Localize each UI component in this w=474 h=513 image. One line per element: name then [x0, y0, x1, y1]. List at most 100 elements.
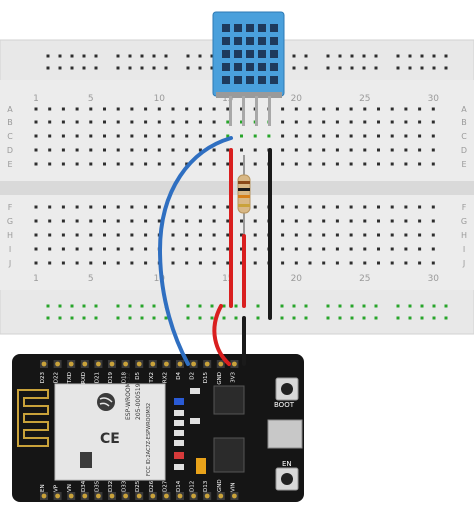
- breadboard-hole: [144, 162, 148, 166]
- breadboard-hole: [335, 134, 339, 138]
- breadboard-hole: [240, 134, 243, 138]
- breadboard-hole: [335, 219, 339, 223]
- dht-sensor[interactable]: [212, 11, 285, 126]
- breadboard-holes: [34, 107, 435, 265]
- breadboard-hole: [253, 162, 257, 166]
- pin-label: RXD: [81, 372, 87, 384]
- pin-label: D15: [203, 372, 209, 384]
- breadboard-hole: [404, 120, 408, 124]
- header-pin-pad: [123, 361, 128, 367]
- sensor-vent: [270, 76, 278, 84]
- rail-hole: [420, 66, 424, 70]
- header-pin-pad: [232, 361, 237, 367]
- resistor[interactable]: [237, 155, 251, 236]
- breadboard-hole: [349, 162, 353, 166]
- breadboard-hole: [308, 162, 312, 166]
- breadboard-hole: [75, 261, 79, 265]
- rail-hole: [432, 304, 436, 308]
- column-number: 15: [222, 274, 233, 284]
- row-letter: D: [7, 146, 13, 155]
- column-number: 1: [33, 274, 39, 284]
- breadboard-hole: [116, 247, 120, 251]
- row-letter: F: [8, 203, 13, 212]
- rail-hole: [396, 304, 400, 308]
- wifi-certified-icon: [80, 452, 92, 468]
- breadboard-hole: [198, 148, 202, 152]
- header-pin-pad: [218, 361, 224, 367]
- breadboard-hole: [377, 261, 380, 265]
- row-letter: A: [461, 105, 467, 114]
- breadboard-hole: [226, 134, 230, 138]
- wire-red-3v3[interactable]: [212, 304, 231, 366]
- sensor-vent: [246, 76, 254, 84]
- pin-label: GND: [217, 479, 223, 492]
- breadboard-hole: [75, 120, 79, 124]
- breadboard-hole: [75, 233, 79, 237]
- breadboard-hole: [349, 134, 353, 138]
- sensor-grille: [222, 24, 278, 84]
- wires: [157, 136, 272, 366]
- rail-hole: [350, 66, 354, 70]
- sensor-vent: [258, 76, 266, 84]
- rail-hole: [444, 304, 448, 308]
- pin-label: D13: [203, 480, 209, 492]
- breadboard-hole: [349, 205, 353, 209]
- breadboard-hole: [171, 219, 175, 223]
- rail-hole: [140, 66, 144, 70]
- breadboard-hole: [281, 134, 285, 138]
- breadboard-hole: [349, 261, 353, 265]
- breadboard-hole: [281, 107, 285, 111]
- rail-hole: [116, 54, 120, 58]
- breadboard-hole: [103, 107, 106, 111]
- rail-hole: [292, 66, 296, 70]
- en-button[interactable]: [275, 467, 299, 491]
- breadboard-hole: [404, 134, 408, 138]
- top-pin-header: [40, 360, 239, 368]
- breadboard-hole: [431, 233, 435, 237]
- breadboard-hole: [198, 120, 202, 124]
- rail-hole: [338, 304, 342, 308]
- breadboard-hole: [130, 148, 134, 152]
- rail-hole: [222, 304, 226, 308]
- rail-hole: [58, 304, 62, 308]
- rail-hole: [152, 316, 156, 320]
- rail-hole: [70, 316, 74, 320]
- row-letter: E: [461, 160, 466, 169]
- breadboard-hole: [431, 205, 435, 209]
- breadboard-hole: [431, 162, 435, 166]
- breadboard-hole: [171, 205, 175, 209]
- sensor-vent: [246, 24, 254, 32]
- rail-hole: [140, 316, 144, 320]
- breadboard-hole: [103, 120, 106, 124]
- breadboard-hole: [240, 233, 243, 237]
- rail-hole: [152, 66, 156, 70]
- boot-button[interactable]: [275, 377, 299, 401]
- breadboard-hole: [157, 120, 161, 124]
- rail-hole: [292, 304, 296, 308]
- wire-blue-data[interactable]: [157, 136, 233, 366]
- header-pin-pad: [55, 361, 60, 367]
- breadboard-hole: [335, 205, 339, 209]
- breadboard-hole: [431, 261, 435, 265]
- breadboard-hole: [116, 162, 120, 166]
- header-pin-pad: [164, 361, 169, 367]
- usb-port[interactable]: [267, 419, 303, 449]
- breadboard-hole: [116, 261, 120, 265]
- breadboard-hole: [322, 107, 326, 111]
- breadboard-hole: [34, 107, 38, 111]
- rail-hole: [444, 316, 448, 320]
- rail-hole: [374, 66, 378, 70]
- breadboard-hole: [130, 233, 134, 237]
- breadboard-hole: [418, 120, 422, 124]
- breadboard-hole: [390, 247, 394, 251]
- rail-hole: [116, 304, 120, 308]
- breadboard-hole: [171, 148, 175, 152]
- rail-hole: [350, 304, 354, 308]
- pin-label: D32: [108, 481, 114, 492]
- breadboard-hole: [431, 247, 435, 251]
- breadboard-hole: [349, 247, 353, 251]
- breadboard-hole: [418, 107, 422, 111]
- breadboard-hole: [103, 233, 106, 237]
